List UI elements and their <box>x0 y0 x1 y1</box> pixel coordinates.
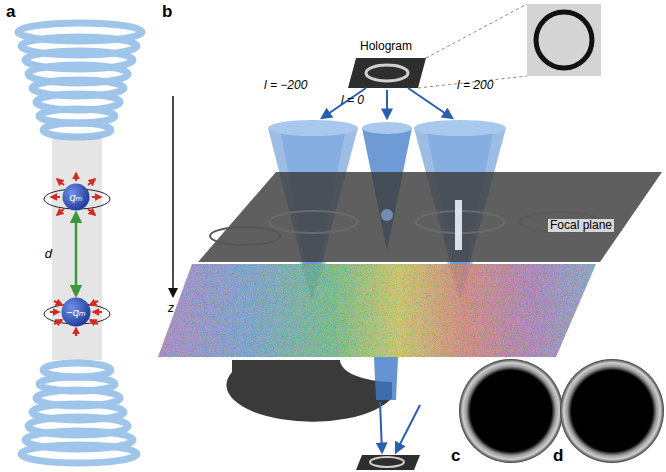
charge-symbol: qₘ <box>70 192 83 203</box>
plane-label: Focal plane <box>548 219 614 232</box>
panel-letter: c <box>451 447 460 466</box>
charge-symbol: −qₘ <box>66 307 85 318</box>
axis-label: z <box>168 302 174 315</box>
panel-letter: d <box>553 447 563 466</box>
charge-label: l = 200 <box>457 79 493 92</box>
panel-letter: b <box>162 3 172 22</box>
distance-arrow <box>75 213 78 295</box>
component-label: Hologram <box>360 40 412 53</box>
charge-label: l = 0 <box>341 94 364 107</box>
charge-label: l = −200 <box>264 79 307 92</box>
distance-label: d <box>45 247 52 261</box>
sphere-fill <box>63 184 90 211</box>
charge-sphere: −qₘ <box>61 297 91 327</box>
sphere-fill <box>62 298 91 327</box>
panel-letter: a <box>6 3 15 22</box>
charge-sphere: qₘ <box>62 183 90 211</box>
